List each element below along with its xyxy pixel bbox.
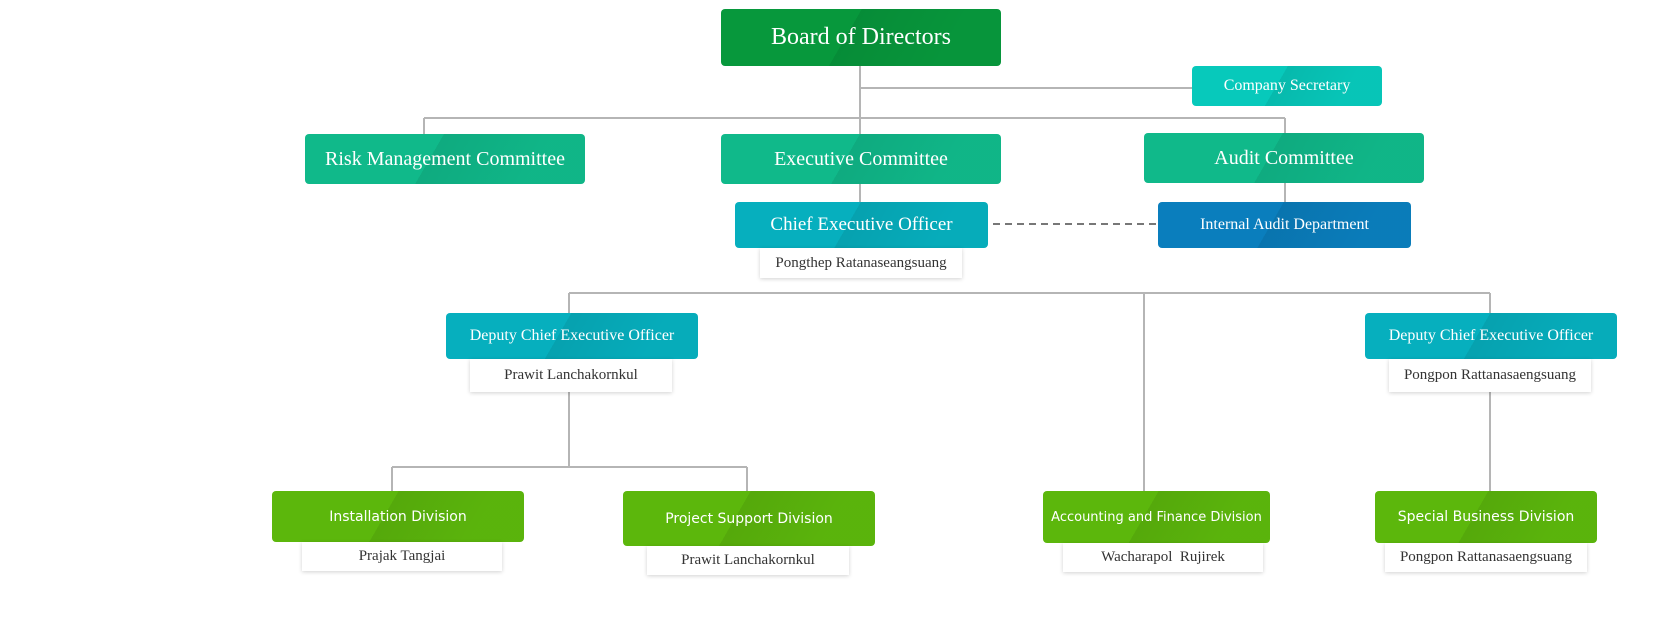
ceo-box: Chief Executive Officer: [735, 202, 988, 248]
ceo-name: Pongthep Ratanaseangsuang: [775, 254, 947, 271]
deputy-ceo-left-box: Deputy Chief Executive Officer: [446, 313, 698, 359]
ceo-title-label: Chief Executive Officer: [770, 214, 953, 235]
installation-division-box: Installation Division: [272, 491, 524, 542]
board-of-directors-label: Board of Directors: [771, 24, 951, 50]
deputy-ceo-left-name-card: Prawit Lanchakornkul: [470, 359, 672, 392]
special-business-division-title: Special Business Division: [1397, 509, 1575, 525]
special-business-division-name-card: Pongpon Rattanasaengsuang: [1385, 543, 1587, 572]
accounting-finance-division-name: Wacharapol Rujirek: [1101, 549, 1225, 565]
audit-committee-label: Audit Committee: [1214, 146, 1354, 169]
special-business-division-box: Special Business Division: [1375, 491, 1597, 543]
risk-management-committee-label: Risk Management Committee: [325, 147, 565, 170]
executive-committee-box: Executive Committee: [721, 134, 1001, 184]
deputy-ceo-right-box: Deputy Chief Executive Officer: [1365, 313, 1617, 359]
project-support-division-name: Prawit Lanchakornkul: [681, 552, 815, 568]
special-business-division-name: Pongpon Rattanasaengsuang: [1399, 549, 1573, 565]
internal-audit-department-box: Internal Audit Department: [1158, 202, 1411, 248]
installation-division-name-card: Prajak Tangjai: [302, 542, 502, 571]
deputy-ceo-right-name-card: Pongpon Rattanasaengsuang: [1389, 359, 1591, 392]
installation-division-name: Prajak Tangjai: [358, 548, 446, 564]
deputy-ceo-right-name: Pongpon Rattanasaengsuang: [1403, 367, 1577, 383]
deputy-ceo-left-title: Deputy Chief Executive Officer: [469, 327, 675, 344]
internal-audit-department-label: Internal Audit Department: [1200, 216, 1369, 233]
ceo-name-card: Pongthep Ratanaseangsuang: [760, 248, 962, 278]
accounting-finance-division-name-card: Wacharapol Rujirek: [1063, 543, 1263, 572]
company-secretary-label: Company Secretary: [1223, 77, 1351, 94]
accounting-finance-division-title: Accounting and Finance Division: [1051, 509, 1262, 525]
installation-division-title: Installation Division: [329, 508, 467, 525]
board-of-directors-box: Board of Directors: [721, 9, 1001, 66]
project-support-division-name-card: Prawit Lanchakornkul: [647, 546, 849, 575]
company-secretary-box: Company Secretary: [1192, 66, 1382, 106]
project-support-division-title: Project Support Division: [665, 510, 833, 527]
risk-management-committee-box: Risk Management Committee: [305, 134, 585, 184]
accounting-finance-division-box: Accounting and Finance Division: [1043, 491, 1270, 543]
deputy-ceo-right-title: Deputy Chief Executive Officer: [1388, 327, 1594, 344]
audit-committee-box: Audit Committee: [1144, 133, 1424, 183]
project-support-division-box: Project Support Division: [623, 491, 875, 546]
deputy-ceo-left-name: Prawit Lanchakornkul: [504, 367, 638, 383]
executive-committee-label: Executive Committee: [774, 147, 948, 170]
